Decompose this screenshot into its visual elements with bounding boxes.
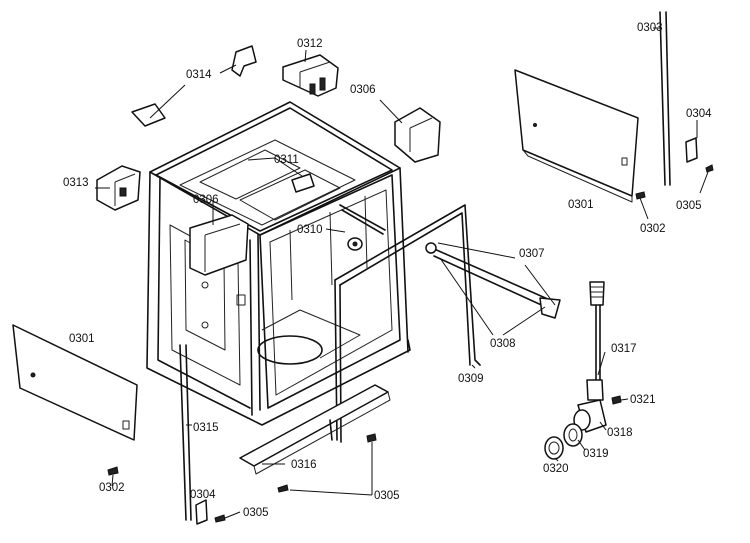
label-0319: 0319 bbox=[583, 448, 609, 460]
part-0317-hose bbox=[586, 281, 605, 401]
label-0317: 0317 bbox=[611, 343, 637, 355]
part-0307-rod bbox=[425, 242, 561, 319]
part-0315-side-seal bbox=[179, 344, 192, 521]
part-0319-ring bbox=[563, 423, 583, 447]
label-0302-left: 0302 bbox=[99, 482, 125, 494]
part-0306-top-bracket bbox=[394, 107, 441, 163]
label-0305-bottom: 0305 bbox=[374, 490, 400, 502]
label-0306-mid: 0306 bbox=[193, 194, 219, 206]
part-0301-right-panel bbox=[514, 69, 639, 203]
label-0301-left: 0301 bbox=[69, 333, 95, 345]
label-0320: 0320 bbox=[543, 463, 569, 475]
part-0313-hinge bbox=[96, 165, 141, 211]
label-0315: 0315 bbox=[193, 422, 219, 434]
label-0311: 0311 bbox=[274, 154, 299, 166]
label-0308: 0308 bbox=[490, 338, 516, 350]
label-0306-top: 0306 bbox=[350, 84, 376, 96]
part-0310-bearing bbox=[339, 204, 386, 251]
part-0305-right-screw bbox=[705, 164, 714, 173]
part-labels: 0312 0314 0306 0311 0313 0306 0310 0303 … bbox=[63, 22, 712, 519]
part-0303-seal-strip bbox=[659, 11, 671, 186]
part-0321-screw bbox=[611, 395, 622, 405]
part-0316-base-trim bbox=[239, 384, 391, 475]
label-0307: 0307 bbox=[519, 248, 545, 260]
part-0304-bottom-clip bbox=[195, 499, 208, 525]
label-0305-right: 0305 bbox=[676, 200, 702, 212]
part-0301-left-panel bbox=[12, 324, 138, 441]
label-0314: 0314 bbox=[186, 69, 212, 81]
label-0313: 0313 bbox=[63, 177, 89, 189]
part-0302-right-screw bbox=[635, 191, 646, 200]
part-0314-bracket bbox=[131, 45, 257, 127]
part-0304-right-clip bbox=[685, 137, 698, 163]
label-0302-right: 0302 bbox=[640, 223, 666, 235]
label-0309: 0309 bbox=[458, 373, 484, 385]
label-0318: 0318 bbox=[607, 427, 633, 439]
label-0321: 0321 bbox=[630, 394, 656, 406]
part-0311-latch bbox=[291, 173, 315, 193]
part-0305-bottom-screws bbox=[214, 433, 377, 523]
leader-lines bbox=[95, 27, 709, 519]
label-0304-right: 0304 bbox=[686, 108, 712, 120]
label-0303: 0303 bbox=[637, 22, 663, 34]
label-0316: 0316 bbox=[291, 459, 317, 471]
part-0312-hinge-cover bbox=[282, 54, 339, 97]
label-0312: 0312 bbox=[297, 38, 323, 50]
label-0310: 0310 bbox=[297, 224, 323, 236]
label-0301-right: 0301 bbox=[568, 199, 594, 211]
label-0304-bottom: 0304 bbox=[190, 489, 216, 501]
part-0306-inner-bracket bbox=[189, 214, 249, 276]
part-0302-left-screw bbox=[107, 466, 119, 476]
label-0305-left: 0305 bbox=[243, 507, 269, 519]
part-0320-cap bbox=[544, 436, 564, 460]
